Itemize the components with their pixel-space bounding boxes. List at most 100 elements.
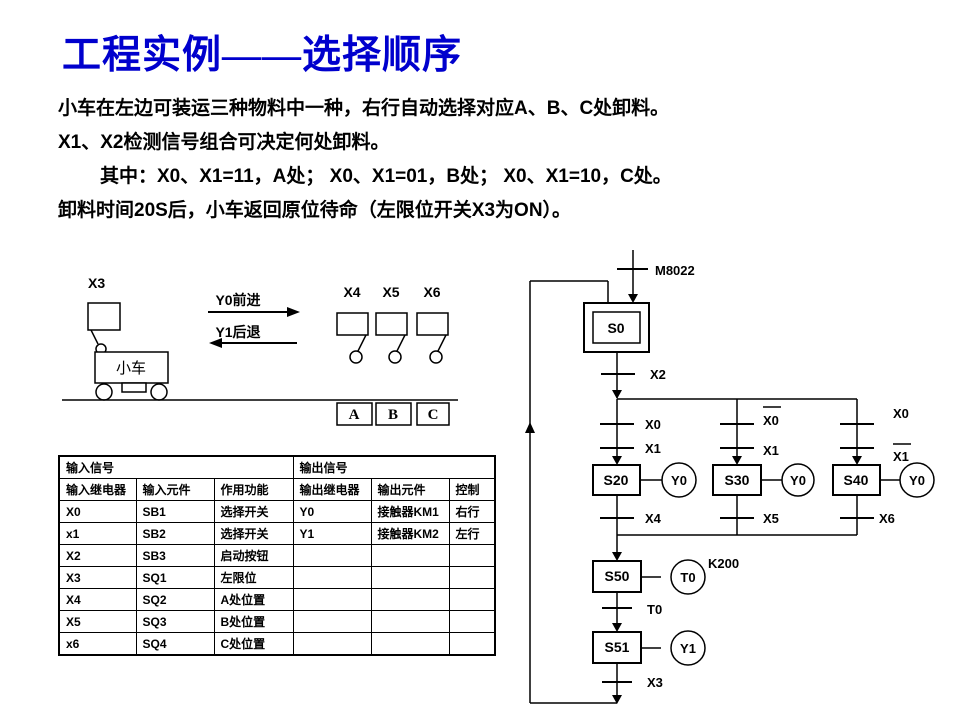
cell: SQ3: [135, 610, 215, 633]
pos-c-label: C: [428, 407, 439, 423]
y0-coil-label: Y0: [909, 473, 925, 488]
m8022-label: M8022: [655, 263, 695, 278]
cell: 左行: [448, 522, 496, 545]
x4-label: X4: [645, 511, 662, 526]
x5-sensor-label: X5: [382, 284, 399, 300]
k200-label: K200: [708, 556, 739, 571]
cart-body: [94, 351, 169, 384]
col-header: 输入元件: [135, 478, 215, 501]
sfc-flowchart: M8022 S0 X2 X0 X1 X0 X1: [525, 250, 935, 704]
arrowhead-icon: [612, 552, 622, 561]
col-header: 控制: [448, 478, 496, 501]
arrowhead-icon: [612, 456, 622, 465]
s50-label: S50: [605, 568, 630, 584]
table-row: X2 SB3 启动按钮: [58, 544, 496, 567]
cell: Y1: [292, 522, 372, 545]
table-row: X0 SB1 选择开关 Y0 接触器KM1 右行: [58, 500, 496, 523]
col-header: 输入继电器: [58, 478, 137, 501]
intro-line-4: 卸料时间20S后，小车返回原位待命（左限位开关X3为ON）。: [58, 200, 572, 221]
cell: [370, 566, 450, 589]
s40-label: S40: [844, 472, 869, 488]
pos-a-label: A: [349, 407, 360, 423]
cell: [448, 632, 496, 656]
s30-step-box: [712, 464, 762, 496]
intro-line-3: 其中：X0、X1=11，A处； X0、X1=01，B处； X0、X1=10，C处…: [100, 166, 672, 187]
cell: [292, 544, 372, 567]
intro-line-2: X1、X2检测信号组合可决定何处卸料。: [58, 132, 390, 153]
loop-up-arrowhead-icon: [525, 422, 535, 433]
x6-sensor-label: X6: [423, 284, 440, 300]
table-row: x1 SB2 选择开关 Y1 接触器KM2 左行: [58, 522, 496, 545]
x5-sensor-box: [375, 312, 408, 336]
cell: A处位置: [213, 588, 294, 611]
s20-step-box: [592, 464, 641, 496]
cell: X5: [58, 610, 137, 633]
cell: X2: [58, 544, 137, 567]
intro-text: 小车在左边可装运三种物料中一种，右行自动选择对应A、B、C处卸料。 X1、X2检…: [58, 92, 938, 228]
cell: [292, 610, 372, 633]
x3-switch-label: X3: [88, 275, 105, 291]
s30-label: S30: [725, 472, 750, 488]
y0-coil-circle: [781, 463, 815, 497]
x6-switch-contact-icon: [429, 350, 443, 364]
cell: [448, 566, 496, 589]
x4-sensor-box: [336, 312, 369, 336]
output-group-header: 输出信号: [292, 455, 496, 479]
backward-label: Y1后退: [215, 324, 260, 340]
col-header: 作用功能: [213, 478, 294, 501]
cell: [370, 632, 450, 656]
y1-coil-label: Y1: [680, 641, 696, 656]
arrowhead-icon: [732, 456, 742, 465]
s51-step-box: [592, 631, 642, 664]
pos-b-box: [375, 402, 412, 426]
cell: [292, 566, 372, 589]
pos-c-box: [416, 402, 450, 426]
forward-label: Y0前进: [215, 292, 260, 308]
cell: 启动按钮: [213, 544, 294, 567]
t0-label: T0: [647, 602, 662, 617]
cell: [292, 588, 372, 611]
table-header-row: 输入继电器 输入元件 作用功能 输出继电器 输出元件 控制: [58, 478, 496, 501]
cell: Y0: [292, 500, 372, 523]
cell: X3: [58, 566, 137, 589]
table-row: X4 SQ2 A处位置: [58, 588, 496, 611]
arrowhead-icon: [628, 294, 638, 303]
x5-label: X5: [763, 511, 779, 526]
x4-sensor-label: X4: [343, 284, 360, 300]
s51-label: S51: [605, 639, 630, 655]
cell: SB2: [135, 522, 215, 545]
s50-step-box: [592, 560, 642, 593]
branch1-x0-label: X0: [645, 417, 661, 432]
x3-label: X3: [647, 675, 663, 690]
cell: [448, 610, 496, 633]
cell: [370, 610, 450, 633]
y0-coil-circle: [661, 462, 697, 498]
x6-sensor-box: [416, 312, 449, 336]
table-row: X5 SQ3 B处位置: [58, 610, 496, 633]
cell: [448, 544, 496, 567]
cell: X0: [58, 500, 137, 523]
y0-coil-label: Y0: [790, 473, 806, 488]
io-signal-table: 输入信号 输出信号 输入继电器 输入元件 作用功能 输出继电器 输出元件 控制 …: [58, 455, 497, 656]
pos-b-label: B: [388, 407, 398, 423]
cell: B处位置: [213, 610, 294, 633]
s0-label: S0: [607, 320, 624, 336]
branch3-not-x1-label: X1: [893, 449, 909, 464]
x3-switch-lever: [90, 329, 99, 345]
cell: 接触器KM2: [370, 522, 450, 545]
cell: SB1: [135, 500, 215, 523]
cart-label: 小车: [116, 360, 146, 377]
x2-label: X2: [650, 367, 666, 382]
cell: [292, 632, 372, 656]
table-group-header-row: 输入信号 输出信号: [58, 455, 496, 479]
arrowhead-icon: [612, 623, 622, 632]
cart-wheel-right-icon: [150, 383, 168, 401]
cart-wheel-left-icon: [95, 383, 113, 401]
branch1-x1-label: X1: [645, 441, 661, 456]
forward-arrowhead-icon: [287, 307, 300, 317]
input-group-header: 输入信号: [58, 455, 294, 479]
x6-label: X6: [879, 511, 895, 526]
col-header: 输出元件: [370, 478, 450, 501]
y0-coil-circle: [899, 462, 935, 498]
